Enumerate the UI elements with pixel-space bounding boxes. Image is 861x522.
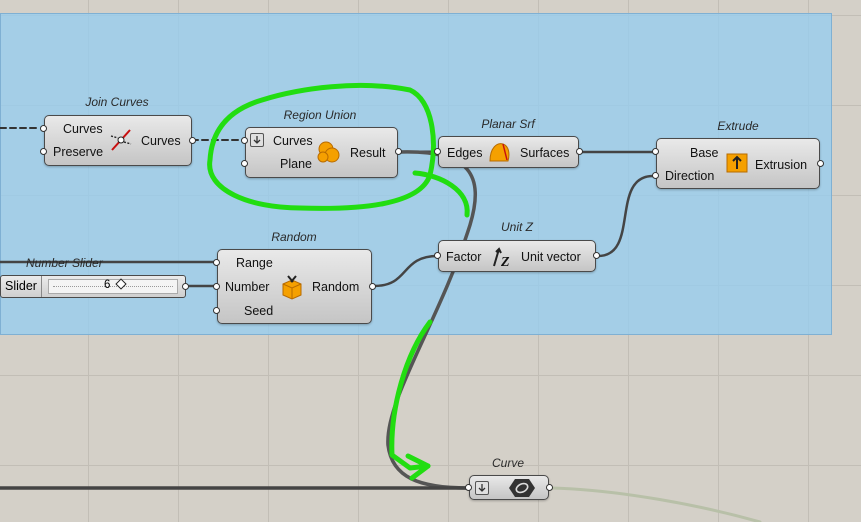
highlight-ellipse — [207, 82, 436, 211]
random-dice-icon — [282, 275, 302, 300]
extrude-port-out-extrusion[interactable] — [817, 160, 824, 167]
random-component[interactable]: Range Number Seed Random — [217, 249, 372, 324]
highlight-arrow-2 — [389, 319, 433, 471]
highlight-arrow-2-head — [405, 453, 431, 481]
random-input-number: Number — [225, 280, 270, 294]
join-curves-port-in-curves[interactable] — [40, 125, 47, 132]
planar-surface-icon — [489, 143, 510, 162]
wire-curve-output — [550, 486, 762, 522]
unit-z-port-out-unit-vector[interactable] — [593, 252, 600, 259]
curve-param-icon — [509, 479, 535, 497]
extrude-icon — [726, 153, 748, 173]
random-port-out-random[interactable] — [369, 283, 376, 290]
region-union-output-result: Result — [350, 146, 386, 160]
wire-random-to-unitz — [372, 254, 440, 288]
region-union-port-in-curves[interactable] — [241, 137, 248, 144]
slider-value: 6 — [104, 279, 111, 291]
curve-port-in[interactable] — [465, 484, 472, 491]
join-curves-title: Join Curves — [85, 95, 149, 109]
random-title: Random — [271, 230, 317, 244]
region-union-component[interactable]: Curves Plane Result — [245, 127, 398, 178]
graft-arrow-icon[interactable] — [250, 133, 264, 147]
planar-srf-input-edges: Edges — [447, 146, 483, 160]
random-input-range: Range — [236, 256, 273, 270]
curve-port-out[interactable] — [546, 484, 553, 491]
number-slider-port-out[interactable] — [182, 283, 189, 290]
extrude-port-in-base[interactable] — [652, 148, 659, 155]
wire-regionunion-to-curve — [386, 150, 478, 490]
graft-arrow-icon[interactable] — [475, 481, 489, 495]
unit-z-icon: Z — [493, 247, 510, 269]
join-curves-input-preserve: Preserve — [53, 145, 104, 159]
unit-z-input-factor: Factor — [446, 250, 482, 264]
extrude-port-in-direction[interactable] — [652, 172, 659, 179]
join-curves-component[interactable]: Curves Preserve Curves — [44, 115, 192, 166]
planar-srf-title: Planar Srf — [481, 117, 535, 131]
random-port-in-range[interactable] — [213, 259, 220, 266]
unit-z-port-in-factor[interactable] — [434, 252, 441, 259]
region-union-icon — [317, 141, 340, 163]
join-curves-port-in-preserve[interactable] — [40, 148, 47, 155]
join-curves-input-curves: Curves — [63, 122, 103, 136]
region-union-title: Region Union — [283, 108, 357, 122]
curve-parameter[interactable] — [469, 475, 549, 500]
region-union-input-plane: Plane — [280, 157, 312, 171]
random-input-seed: Seed — [244, 304, 274, 318]
extrude-output-extrusion: Extrusion — [755, 158, 808, 172]
planar-srf-port-in-edges[interactable] — [434, 148, 441, 155]
curve-title: Curve — [491, 456, 525, 470]
unit-z-component[interactable]: Factor Unit vector Z — [438, 240, 596, 272]
number-slider[interactable]: Slider 6 — [0, 275, 186, 298]
planar-srf-output-surfaces: Surfaces — [520, 146, 570, 160]
unit-z-output-unit-vector: Unit vector — [521, 250, 581, 264]
number-slider-title: Number Slider — [26, 256, 103, 270]
slider-track[interactable] — [48, 279, 178, 294]
join-curves-output-curves: Curves — [141, 134, 181, 148]
random-port-in-number[interactable] — [213, 283, 220, 290]
region-union-input-curves: Curves — [273, 134, 313, 148]
extrude-title: Extrude — [717, 119, 759, 133]
unit-z-title: Unit Z — [500, 220, 534, 234]
random-port-in-seed[interactable] — [213, 307, 220, 314]
extrude-component[interactable]: Base Direction Extrusion — [656, 138, 820, 189]
highlight-arrow-1 — [412, 170, 470, 218]
region-union-port-out-result[interactable] — [395, 148, 402, 155]
svg-text:Z: Z — [500, 255, 510, 269]
extrude-input-base: Base — [690, 146, 719, 160]
planar-srf-port-out-surfaces[interactable] — [576, 148, 583, 155]
wire-unitz-to-extrude — [596, 174, 655, 258]
random-output-random: Random — [312, 280, 360, 294]
join-curves-icon — [110, 129, 132, 151]
extrude-input-direction: Direction — [665, 169, 715, 183]
join-curves-port-out-curves[interactable] — [189, 137, 196, 144]
region-union-port-in-plane[interactable] — [241, 160, 248, 167]
planar-srf-component[interactable]: Edges Surfaces — [438, 136, 579, 168]
slider-name: Slider — [1, 276, 42, 297]
